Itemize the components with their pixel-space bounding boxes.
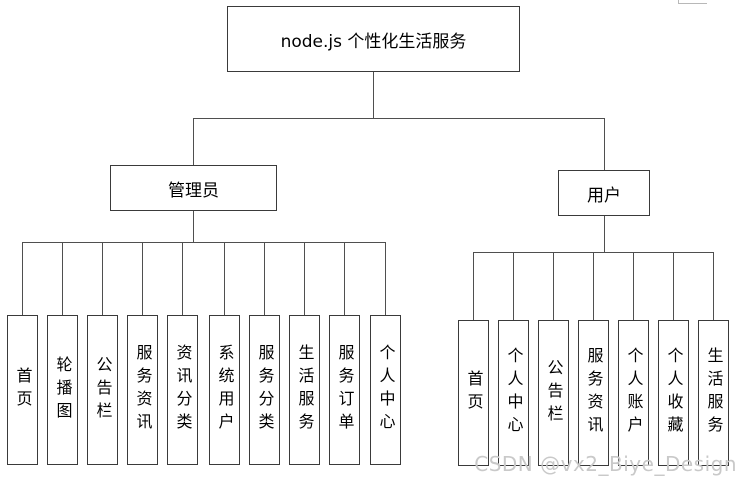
connector-drop	[513, 252, 514, 320]
connector-drop	[593, 252, 594, 320]
watermark-fragment	[678, 0, 679, 4]
leaf-label: 轮播图	[53, 355, 73, 425]
node-admin: 管理员	[110, 165, 277, 211]
connector-drop	[22, 242, 23, 315]
connector-drop	[385, 242, 386, 315]
user-leaf-personal-favorites: 个人收藏	[658, 320, 689, 466]
leaf-label: 首页	[13, 367, 33, 413]
node-user-label: 用户	[587, 185, 621, 206]
admin-leaf-carousel: 轮播图	[47, 315, 78, 465]
node-root: node.js 个性化生活服务	[227, 6, 520, 72]
leaf-label: 公告栏	[93, 355, 113, 425]
leaf-label: 生活服务	[295, 344, 315, 436]
node-root-label: node.js 个性化生活服务	[280, 31, 467, 52]
leaf-label: 个人收藏	[664, 347, 684, 439]
admin-leaf-home: 首页	[7, 315, 38, 465]
leaf-label: 服务资讯	[584, 347, 604, 439]
connector-root-stub	[373, 72, 374, 118]
connector-drop	[673, 252, 674, 320]
connector-user-stub	[604, 216, 605, 252]
connector-level1-rail	[193, 118, 605, 119]
connector-admin-stub	[193, 211, 194, 242]
admin-leaf-service-order: 服务订单	[329, 315, 360, 465]
leaf-label: 生活服务	[704, 347, 724, 439]
leaf-label: 公告栏	[544, 358, 564, 428]
node-admin-label: 管理员	[168, 180, 219, 201]
connector-drop	[102, 242, 103, 315]
connector-drop	[344, 242, 345, 315]
admin-leaf-system-user: 系统用户	[209, 315, 240, 465]
leaf-label: 资讯分类	[173, 344, 193, 436]
connector-drop	[713, 252, 714, 320]
connector-drop	[62, 242, 63, 315]
node-user: 用户	[558, 170, 650, 216]
user-leaf-personal-account: 个人账户	[618, 320, 649, 466]
admin-leaf-bulletin-board: 公告栏	[87, 315, 118, 465]
watermark-fragment	[678, 3, 707, 4]
user-leaf-bulletin-board: 公告栏	[538, 320, 569, 466]
leaf-label: 个人中心	[504, 347, 524, 439]
connector-admin-rail	[22, 242, 386, 243]
connector-to-user	[604, 118, 605, 170]
leaf-label: 服务资讯	[133, 344, 153, 436]
leaf-label: 服务分类	[255, 344, 275, 436]
user-leaf-service-news: 服务资讯	[578, 320, 609, 466]
user-leaf-personal-center: 个人中心	[498, 320, 529, 466]
leaf-label: 个人中心	[376, 344, 396, 436]
leaf-label: 首页	[464, 370, 484, 416]
user-leaf-life-service: 生活服务	[698, 320, 729, 466]
admin-leaf-service-news: 服务资讯	[127, 315, 158, 465]
connector-drop	[142, 242, 143, 315]
admin-leaf-service-category: 服务分类	[249, 315, 280, 465]
leaf-label: 系统用户	[215, 344, 235, 436]
connector-drop	[473, 252, 474, 320]
leaf-label: 服务订单	[335, 344, 355, 436]
connector-drop	[633, 252, 634, 320]
admin-leaf-news-category: 资讯分类	[167, 315, 198, 465]
admin-leaf-personal-center: 个人中心	[370, 315, 401, 465]
connector-drop	[553, 252, 554, 320]
connector-drop	[224, 242, 225, 315]
connector-drop	[304, 242, 305, 315]
connector-to-admin	[193, 118, 194, 165]
user-leaf-home: 首页	[458, 320, 489, 466]
connector-drop	[182, 242, 183, 315]
admin-leaf-life-service: 生活服务	[289, 315, 320, 465]
connector-drop	[264, 242, 265, 315]
leaf-label: 个人账户	[624, 347, 644, 439]
